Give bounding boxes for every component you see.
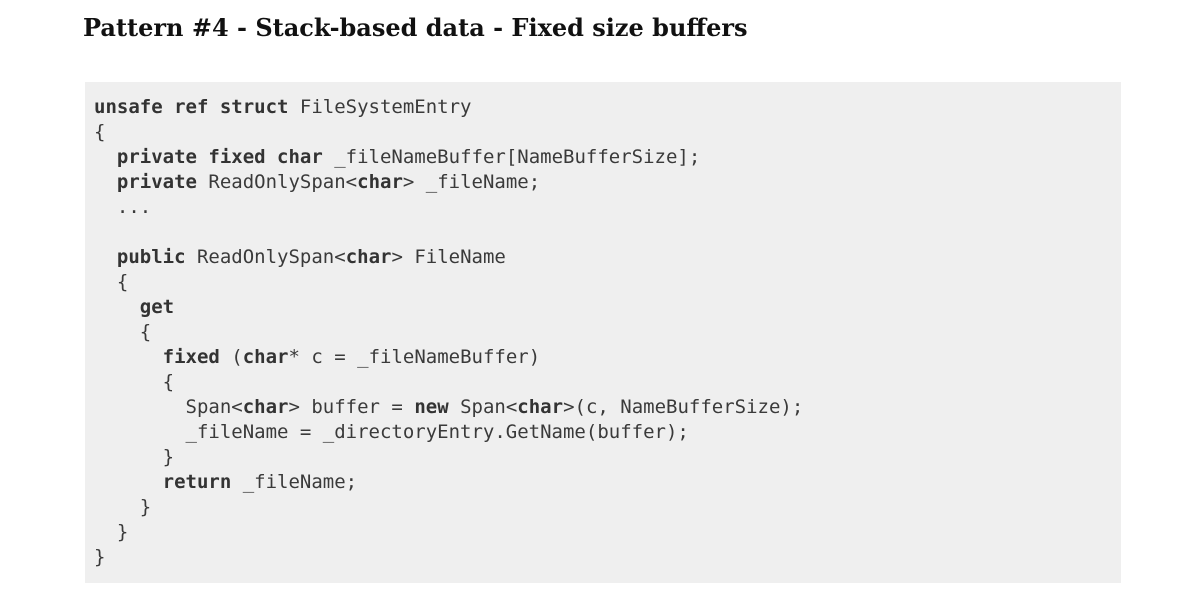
code-line: } [94,495,1111,520]
code-line: get [94,295,1111,320]
code-text [94,146,117,168]
code-keyword: char [242,396,289,418]
code-keyword: new [414,396,449,418]
code-text: Span< [448,396,518,418]
code-text: } [94,496,152,518]
code-text: ReadOnlySpan< [185,246,346,268]
code-keyword: char [517,396,564,418]
code-text: ... [94,196,152,218]
code-text: _fileName = _directoryEntry.GetName(buff… [94,421,689,443]
code-text: } [94,521,129,543]
code-keyword: char [242,346,289,368]
code-text: _fileNameBuffer[NameBufferSize]; [322,146,701,168]
code-text [94,246,117,268]
code-keyword: char [357,171,403,193]
code-line: unsafe ref struct FileSystemEntry [94,95,1111,120]
code-keyword: private [116,171,197,193]
code-text: { [94,271,129,293]
code-text: _fileName; [231,471,358,493]
code-text: { [94,371,175,393]
code-text: FileSystemEntry [288,96,472,118]
code-line [94,220,1111,245]
code-text: >(c, NameBufferSize); [563,396,804,418]
code-text: { [94,321,152,343]
code-line: private ReadOnlySpan<char> _fileName; [94,170,1111,195]
code-line: { [94,270,1111,295]
code-line: { [94,120,1111,145]
code-text [94,471,163,493]
code-line: fixed (char* c = _fileNameBuffer) [94,345,1111,370]
code-text: > FileName [391,246,506,268]
code-line: return _fileName; [94,470,1111,495]
code-line: { [94,370,1111,395]
code-line: } [94,445,1111,470]
code-text: } [94,446,175,468]
code-text: > _fileName; [402,171,541,193]
code-keyword: char [345,246,392,268]
code-keyword: public [116,246,186,268]
page-title: Pattern #4 - Stack-based data - Fixed si… [83,13,748,42]
code-keyword: fixed [162,346,220,368]
code-line: } [94,520,1111,545]
code-text [94,346,163,368]
code-line: private fixed char _fileNameBuffer[NameB… [94,145,1111,170]
code-line: ... [94,195,1111,220]
code-text: > buffer = [288,396,415,418]
code-line: _fileName = _directoryEntry.GetName(buff… [94,420,1111,445]
code-text: ( [219,346,243,368]
code-line: public ReadOnlySpan<char> FileName [94,245,1111,270]
code-keyword: get [139,296,175,318]
code-text: } [94,546,106,568]
code-text: * c = _fileNameBuffer) [288,346,541,368]
code-line: { [94,320,1111,345]
code-keyword: return [162,471,232,493]
code-text [94,171,117,193]
code-keyword: private fixed char [116,146,323,168]
code-text: Span< [94,396,243,418]
code-text [94,296,140,318]
code-block: unsafe ref struct FileSystemEntry{ priva… [85,82,1121,583]
code-text: { [94,121,106,143]
code-line: } [94,545,1111,570]
code-text: ReadOnlySpan< [196,171,358,193]
code-keyword: unsafe ref struct [94,96,289,118]
code-line: Span<char> buffer = new Span<char>(c, Na… [94,395,1111,420]
